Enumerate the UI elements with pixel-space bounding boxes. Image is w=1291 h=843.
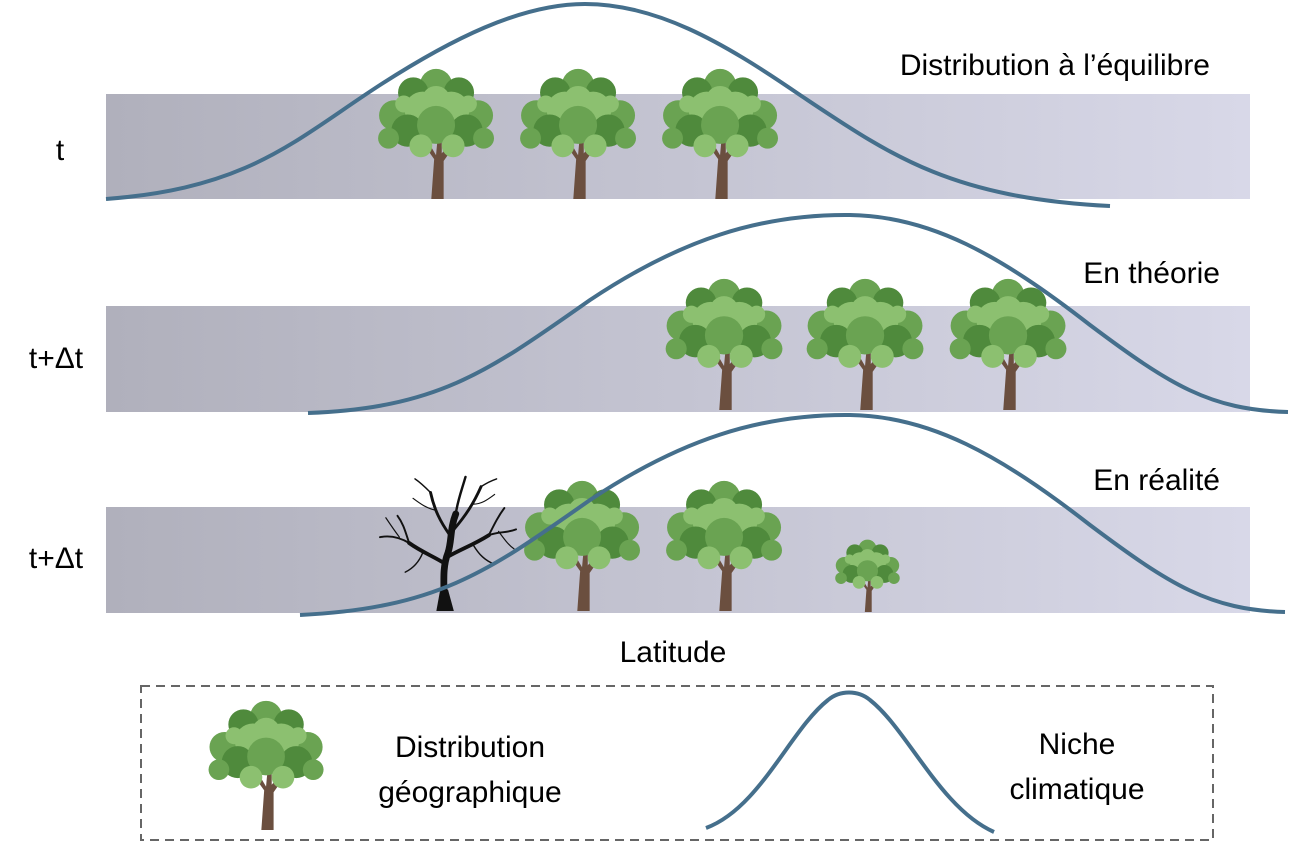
legend-distribution-line-2: géographique	[378, 776, 562, 809]
niche-curve-row-2	[307, 212, 1289, 415]
time-label-row-2: t+Δt	[29, 342, 84, 375]
legend-box	[140, 685, 1214, 841]
legend-distribution-line-1: Distribution	[395, 731, 545, 764]
legend-niche-line-1: Niche	[1039, 728, 1116, 761]
row-2-trees	[665, 278, 1067, 410]
caption-row-3: En réalité	[1093, 464, 1220, 497]
caption-row-2: En théorie	[1083, 257, 1220, 290]
tree-icon	[208, 700, 324, 830]
niche-curve-row-3	[299, 412, 1286, 617]
legend-niche-line-2: climatique	[1009, 773, 1144, 806]
time-label-row-3: t+Δt	[29, 542, 84, 575]
caption-row-1: Distribution à l’équilibre	[900, 49, 1210, 82]
axis-label: Latitude	[620, 636, 727, 669]
time-label-row-1: t	[56, 134, 65, 167]
row-1-trees	[378, 68, 778, 199]
niche-curve-row-1	[105, 1, 1111, 208]
niche-curve-icon	[705, 690, 995, 834]
